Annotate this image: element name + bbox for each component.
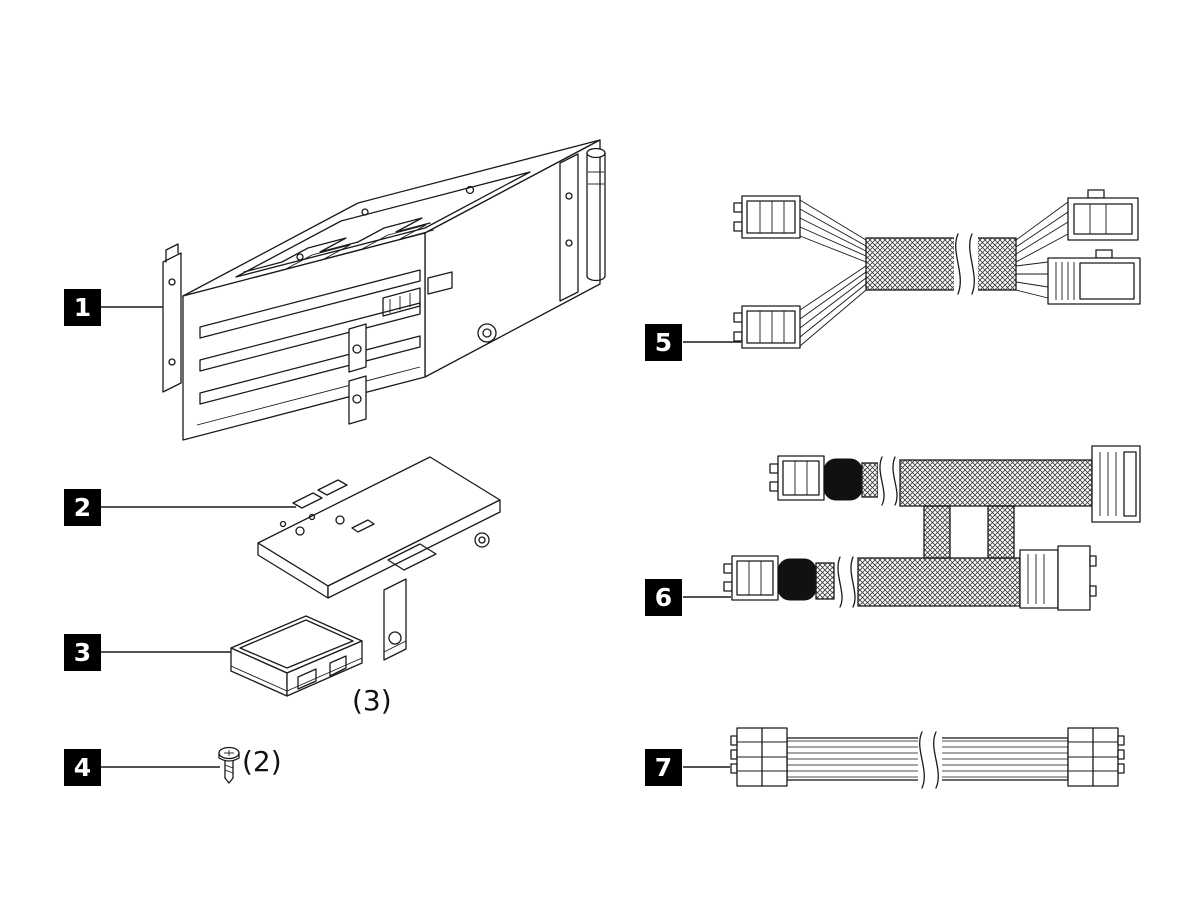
part3-retainer-illustration [230,615,363,697]
part3-quantity-label: (3) [352,684,392,717]
callout-6-badge: 6 [645,579,682,616]
part2-bracket-illustration [257,456,501,661]
callout-2-badge: 2 [64,489,101,526]
callout-4-badge: 4 [64,749,101,786]
part7-cable-illustration [730,727,1125,789]
part4-quantity-label: (2) [242,745,282,778]
callout-1-badge: 1 [64,289,101,326]
leader-lines [101,306,741,768]
callout-5-badge: 5 [645,324,682,361]
callout-7-badge: 7 [645,749,682,786]
part6-cables-illustration [723,445,1141,611]
part1-riser-cage-illustration [162,139,606,441]
callout-3-badge: 3 [64,634,101,671]
part4-screw-illustration [218,746,240,784]
part5-cable-illustration [733,189,1141,349]
